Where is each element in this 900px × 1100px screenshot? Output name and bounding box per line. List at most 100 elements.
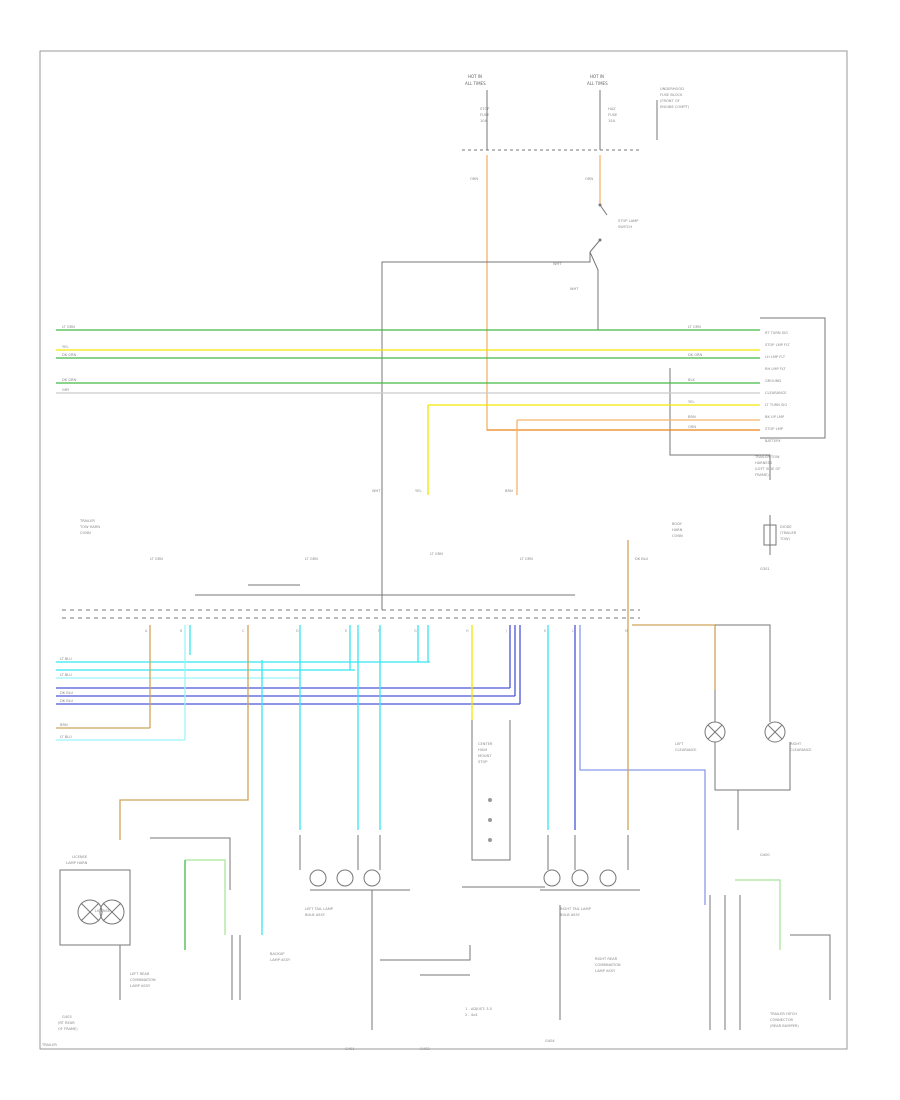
svg-text:DK GRN: DK GRN (688, 353, 703, 357)
left-harness-wires: LT BLU LT BLU DK BLU DK BLU BRN LT BLU (56, 657, 520, 741)
svg-text:(RT REAR: (RT REAR (58, 1021, 75, 1025)
svg-text:BK UP LMP: BK UP LMP (765, 415, 785, 419)
svg-text:RIGHT REAR: RIGHT REAR (595, 957, 618, 961)
svg-text:15A: 15A (608, 119, 616, 123)
svg-text:(FRONT OF: (FRONT OF (660, 99, 680, 103)
svg-text:LICENSE: LICENSE (95, 909, 111, 913)
license-lamp: LICENSE LAMP HARN LICENSE G403 (RT REAR … (58, 855, 131, 1031)
svg-text:BRN: BRN (60, 723, 68, 727)
svg-text:ORN: ORN (585, 177, 593, 181)
svg-text:RT TURN SIG: RT TURN SIG (765, 331, 788, 335)
svg-text:TRAILER TOW: TRAILER TOW (754, 455, 780, 459)
svg-text:LT GRN: LT GRN (150, 557, 163, 561)
svg-text:LICENSE: LICENSE (72, 855, 88, 859)
svg-text:K: K (544, 629, 547, 633)
svg-text:BODY: BODY (672, 522, 683, 526)
svg-text:DK BLU: DK BLU (635, 557, 649, 561)
svg-text:WHT: WHT (372, 489, 381, 493)
svg-text:YEL: YEL (415, 489, 421, 493)
svg-text:YEL: YEL (62, 345, 68, 349)
svg-text:UNDERHOOD: UNDERHOOD (660, 87, 684, 91)
left-rear-lamp-group: BACKUP LAMP ASSY LEFT REAR COMBINATION L… (130, 837, 291, 1000)
svg-text:WHT: WHT (570, 287, 579, 291)
svg-text:G402: G402 (420, 1047, 430, 1051)
svg-text:G404: G404 (545, 1039, 555, 1043)
svg-text:CONN: CONN (672, 534, 683, 538)
svg-text:(TRAILER: (TRAILER (780, 531, 797, 535)
svg-text:FUSE BLOCK: FUSE BLOCK (660, 93, 683, 97)
svg-text:F: F (378, 629, 380, 633)
svg-text:LEFT TAIL LAMP: LEFT TAIL LAMP (305, 907, 334, 911)
svg-text:COMBINATION: COMBINATION (130, 978, 156, 982)
svg-text:G400: G400 (760, 853, 770, 857)
svg-text:FUSE: FUSE (608, 113, 618, 117)
svg-text:SWITCH: SWITCH (618, 225, 632, 229)
svg-text:GROUND: GROUND (765, 379, 781, 383)
svg-text:LT BLU: LT BLU (60, 657, 72, 661)
svg-text:CLEARANCE: CLEARANCE (790, 748, 812, 752)
svg-text:G301: G301 (760, 567, 770, 571)
svg-text:COMBINATION: COMBINATION (595, 963, 621, 967)
splice-pack: TRAILER TOW HARN CONN LT GRN LT GRN LT G… (62, 519, 683, 619)
stop-lamp-feed: ORN ORN (470, 155, 760, 431)
center-high-mount-stop: CENTER HIGH MOUNT STOP 1 - ADJUST: 3.5 2… (380, 720, 545, 1051)
svg-text:STOP LAMP: STOP LAMP (618, 219, 639, 223)
svg-text:HARN: HARN (672, 528, 683, 532)
diagram-frame (39, 50, 848, 1050)
svg-text:GRY: GRY (62, 388, 70, 392)
svg-text:LT GRN: LT GRN (62, 325, 75, 329)
svg-text:RIGHT TAIL LAMP: RIGHT TAIL LAMP (560, 907, 592, 911)
svg-text:HARNESS: HARNESS (755, 461, 773, 465)
svg-text:DIODE: DIODE (780, 525, 792, 529)
left-tail-lamp-bulbs: LEFT TAIL LAMP BULB ASSY G401 (299, 835, 410, 1051)
svg-text:HIGH: HIGH (478, 748, 488, 752)
svg-text:LT BLU: LT BLU (60, 735, 72, 739)
svg-text:LAMP ASSY: LAMP ASSY (595, 969, 616, 973)
clearance-lamps: LEFT CLEARANCE RIGHT CLEARANCE G400 (675, 624, 812, 857)
svg-text:ENGINE COMPT): ENGINE COMPT) (660, 105, 690, 109)
footer-code: TRAILER (41, 1043, 57, 1047)
svg-text:STOP LMP FLT: STOP LMP FLT (765, 343, 791, 347)
svg-text:10A: 10A (480, 119, 488, 123)
svg-text:STOP: STOP (480, 107, 490, 111)
svg-text:J: J (505, 629, 507, 633)
svg-text:RH LMP FLT: RH LMP FLT (765, 367, 786, 371)
svg-text:LT GRN: LT GRN (688, 325, 701, 329)
svg-text:TOW HARN: TOW HARN (79, 525, 100, 529)
pin-labels: A B C D E F G H J K L M (145, 629, 628, 633)
svg-text:LAMP HARN: LAMP HARN (66, 861, 88, 865)
svg-text:D: D (296, 629, 299, 633)
svg-text:BATTERY: BATTERY (765, 439, 782, 443)
svg-text:ORN: ORN (688, 425, 696, 429)
svg-text:LT BLU: LT BLU (60, 673, 72, 677)
svg-text:HOT IN: HOT IN (468, 74, 482, 79)
svg-text:CONNECTOR: CONNECTOR (770, 1018, 794, 1022)
svg-text:DK BLU: DK BLU (60, 691, 74, 695)
svg-text:G: G (414, 629, 417, 633)
svg-text:1 - ADJUST: 3.5: 1 - ADJUST: 3.5 (465, 1007, 492, 1011)
svg-text:L: L (572, 629, 574, 633)
svg-text:CLEARANCE: CLEARANCE (765, 391, 787, 395)
svg-text:BRN: BRN (505, 489, 513, 493)
svg-text:A: A (145, 629, 148, 633)
svg-text:H: H (466, 629, 469, 633)
svg-text:STOP LMP: STOP LMP (765, 427, 784, 431)
svg-text:ALL TIMES: ALL TIMES (465, 81, 486, 86)
trailer-connector-right: TRAILER HITCH CONNECTOR (REAR BUMPER) (709, 879, 831, 1030)
right-side-diode: DIODE (TRAILER TOW) G301 (760, 515, 797, 571)
svg-text:G403: G403 (62, 1015, 72, 1019)
svg-text:2 - 4x4: 2 - 4x4 (465, 1013, 478, 1017)
svg-text:(REAR BUMPER): (REAR BUMPER) (770, 1024, 799, 1028)
fuse-block-top: HOT IN ALL TIMES HOT IN ALL TIMES STOP F… (462, 74, 690, 151)
svg-text:FRAME): FRAME) (755, 473, 769, 477)
svg-text:TOW): TOW) (779, 537, 791, 541)
svg-text:DK BLU: DK BLU (60, 699, 74, 703)
svg-text:OF FRAME): OF FRAME) (58, 1027, 78, 1031)
svg-text:ALL TIMES: ALL TIMES (587, 81, 608, 86)
svg-text:LAMP ASSY: LAMP ASSY (270, 958, 291, 962)
svg-text:LT GRN: LT GRN (520, 557, 533, 561)
vertical-drops (119, 540, 716, 935)
svg-text:BRN: BRN (688, 415, 696, 419)
svg-text:LEFT: LEFT (675, 742, 684, 746)
